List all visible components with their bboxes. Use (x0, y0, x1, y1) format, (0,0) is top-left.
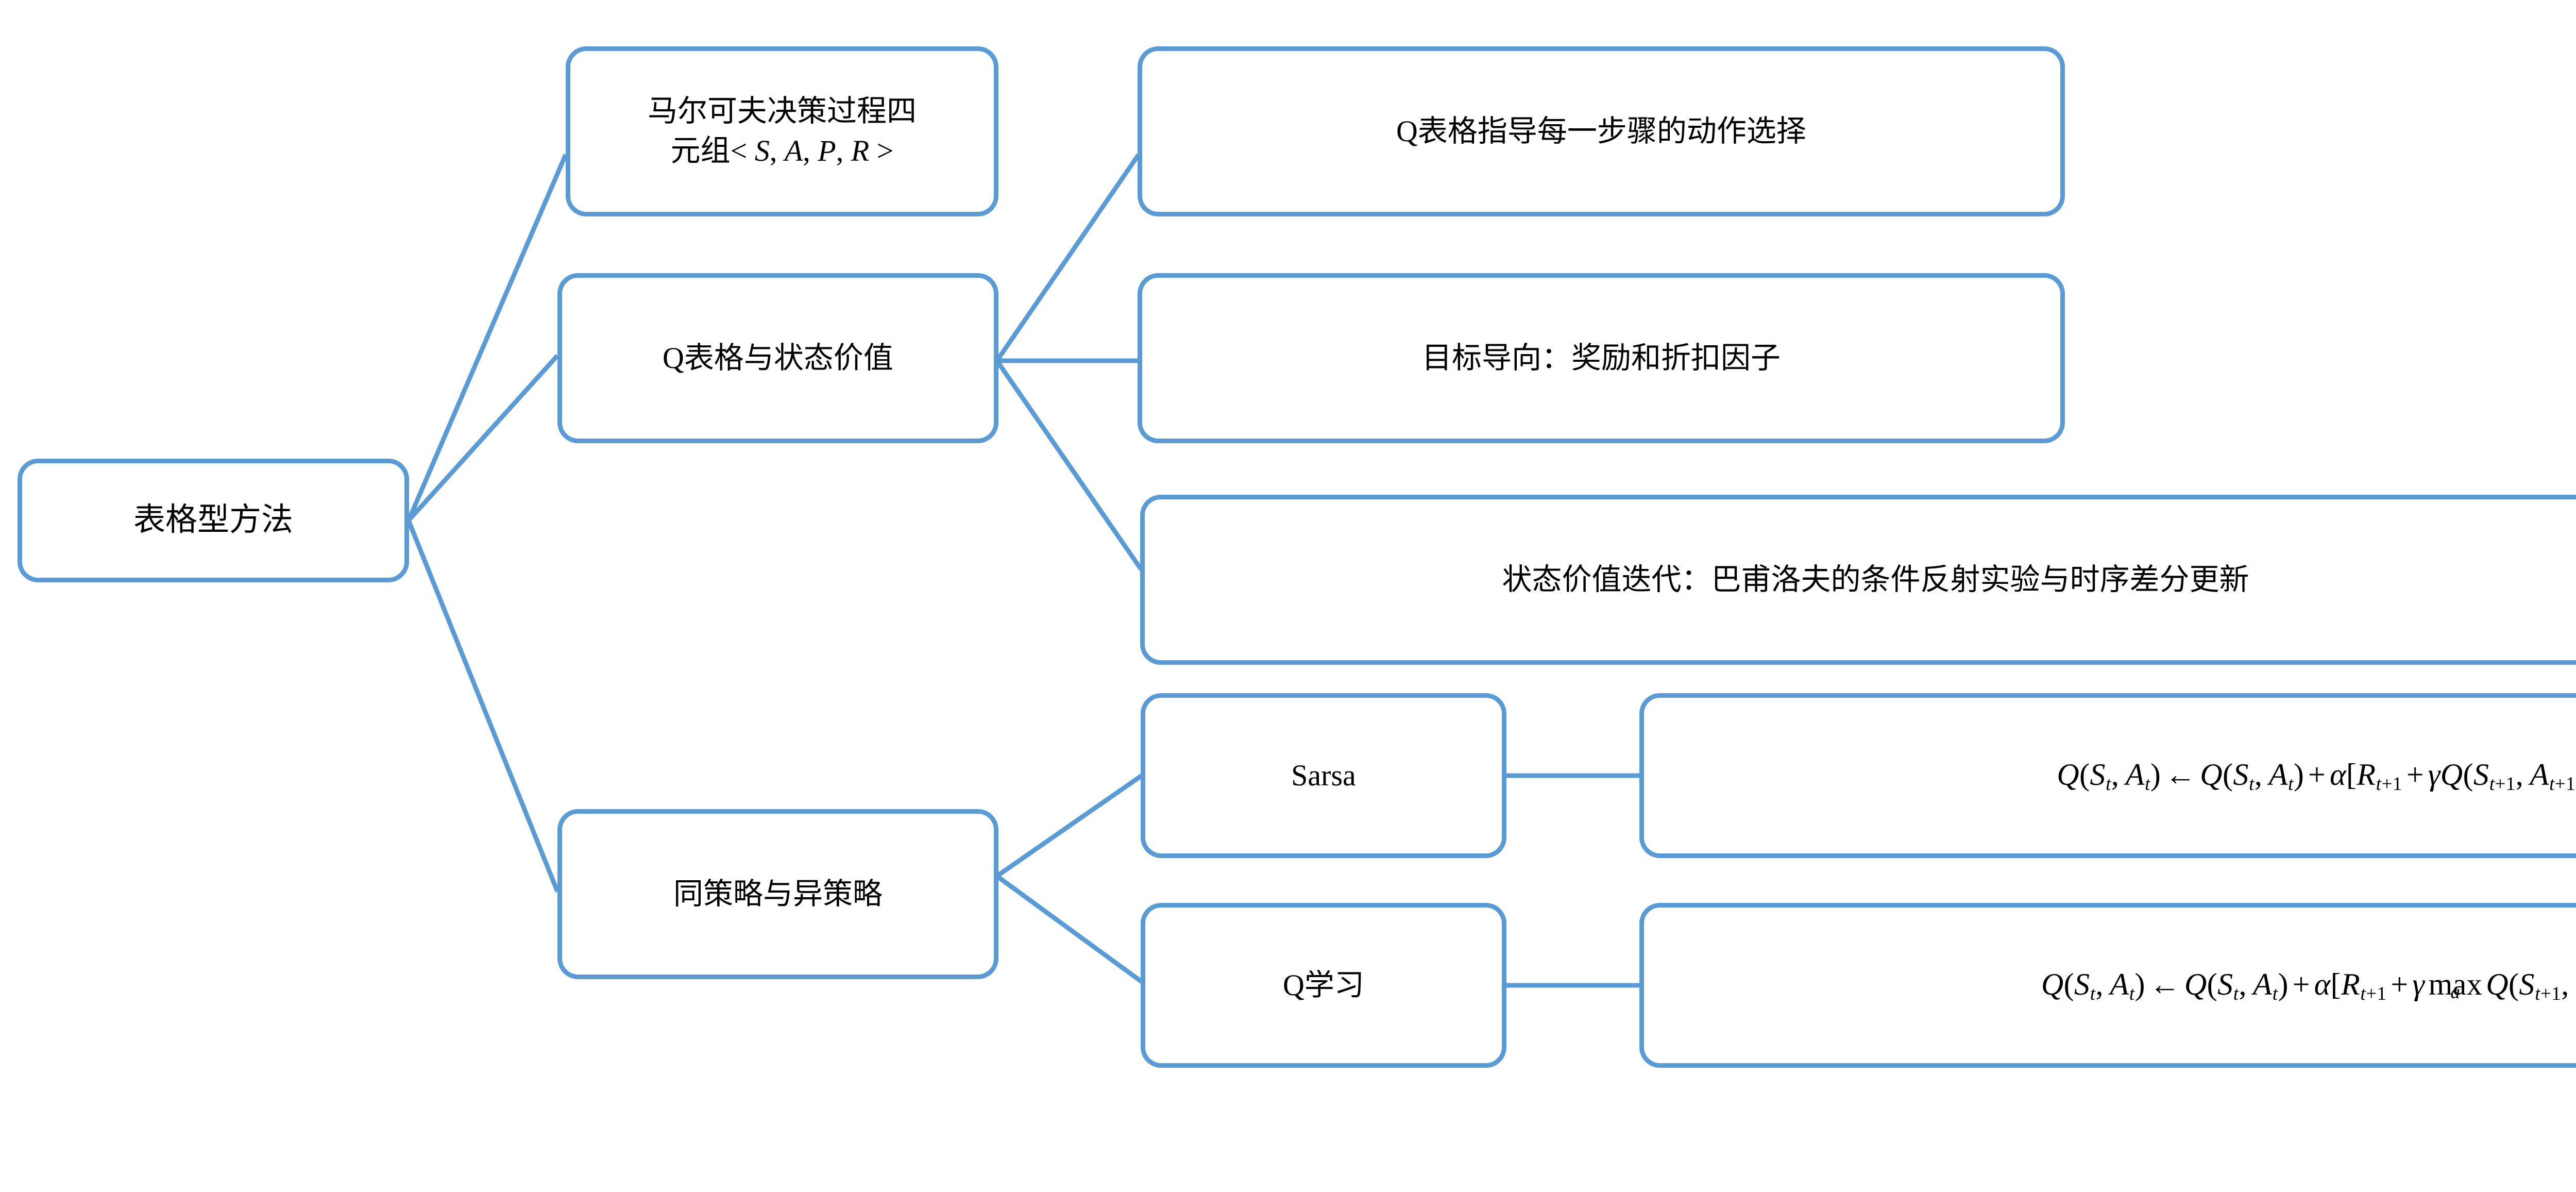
node-q-table-guides-action-selection[interactable]: Q表格指导每一步骤的动作选择 (1138, 46, 2065, 216)
node-markov-decision-process[interactable]: 马尔可夫决策过程四元组< S, A, P, R > (566, 46, 998, 216)
node-state-value-iteration-pavlov-td[interactable]: 状态价值迭代：巴甫洛夫的条件反射实验与时序差分更新 (1140, 495, 2576, 665)
node-q-table-and-state-value-label: Q表格与状态价值 (663, 341, 893, 375)
node-q-table-guides-action-selection-label: Q表格指导每一步骤的动作选择 (1396, 114, 1806, 148)
node-sarsa-label: Sarsa (1291, 758, 1356, 792)
edge-qtable-to-qguide (995, 153, 1141, 362)
edge-root-to-policy (406, 519, 560, 893)
edge-root-to-qtable (406, 354, 560, 523)
node-on-off-policy[interactable]: 同策略与异策略 (557, 809, 998, 979)
edge-qtable-to-value (995, 359, 1143, 571)
node-markov-decision-process-label: 马尔可夫决策过程四元组< S, A, P, R > (647, 94, 917, 167)
edge-policy-to-qlearn (995, 874, 1143, 984)
node-state-value-iteration-pavlov-td-label: 状态价值迭代：巴甫洛夫的条件反射实验与时序差分更新 (1502, 562, 2249, 596)
node-goal-oriented-reward-discount-label: 目标导向：奖励和折扣因子 (1421, 341, 1781, 375)
node-q-table-and-state-value[interactable]: Q表格与状态价值 (557, 273, 998, 443)
node-goal-oriented-reward-discount[interactable]: 目标导向：奖励和折扣因子 (1138, 273, 2065, 443)
node-sarsa[interactable]: Sarsa (1141, 693, 1506, 858)
node-sarsa-update-formula[interactable]: Q(St, At)←Q(St, At)+α[Rt+1+γQ(St+1, At+1… (1639, 693, 2576, 858)
node-on-off-policy-label: 同策略与异策略 (673, 877, 883, 911)
edge-policy-to-sarsa (995, 774, 1143, 878)
node-root[interactable]: 表格型方法 (18, 459, 409, 582)
sarsa-update-formula-text: Q(St, At)←Q(St, At)+α[Rt+1+γQ(St+1, At+1… (2057, 757, 2576, 795)
edge-root-to-mdp (406, 154, 568, 522)
node-q-learning[interactable]: Q学习 (1141, 903, 1506, 1068)
node-q-learning-label: Q学习 (1283, 968, 1364, 1002)
node-root-label: 表格型方法 (133, 502, 293, 538)
